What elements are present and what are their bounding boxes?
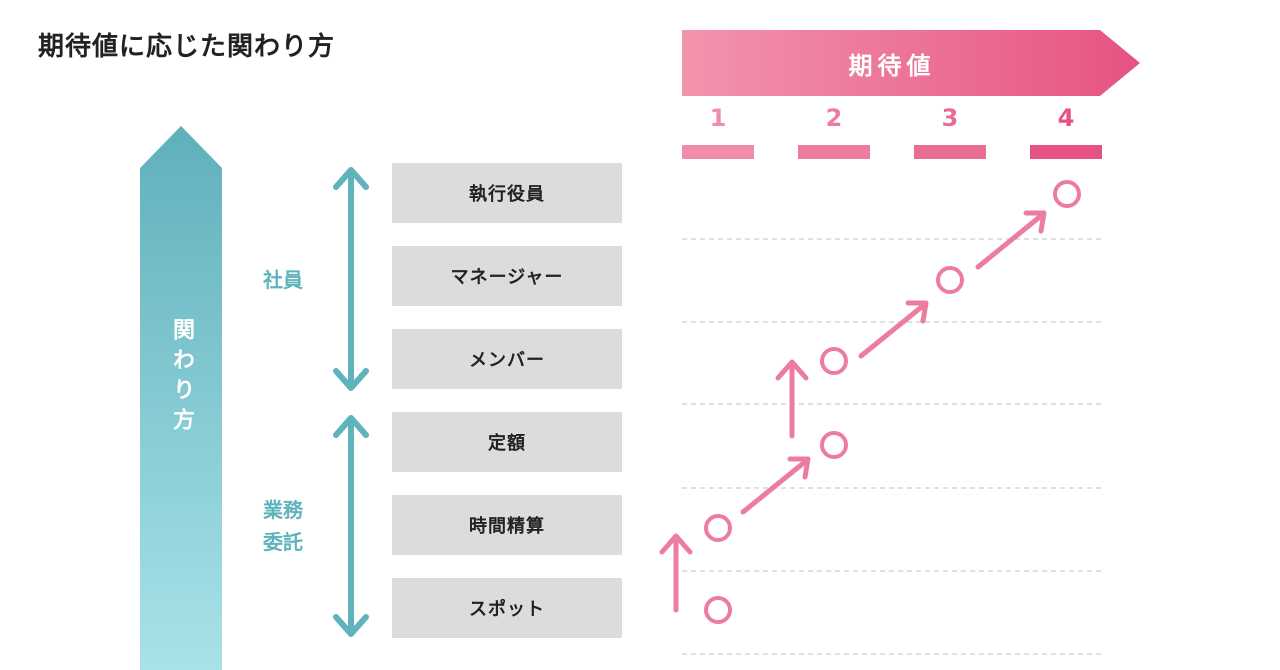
vertical-axis-label: 関わり方 [169, 318, 194, 438]
role-hourly: 時間精算 [392, 495, 622, 555]
page-title: 期待値に応じた関わり方 [38, 32, 336, 62]
level-number: 3 [941, 104, 959, 132]
point-hourly [704, 514, 732, 542]
point-executive [1053, 180, 1081, 208]
level-bar [914, 145, 986, 159]
role-spot: スポット [392, 578, 622, 638]
level-number: 2 [825, 104, 843, 132]
row-separators [682, 238, 1102, 655]
level-number: 4 [1057, 104, 1075, 132]
group-label-contractor: 業務 委託 [263, 498, 303, 554]
point-fixed [820, 431, 848, 459]
progression-points [704, 180, 1081, 624]
role-manager: マネージャー [392, 246, 622, 306]
expectation-axis-label: 期待値 [848, 51, 936, 80]
progression-arrows [659, 210, 1047, 613]
level-number: 1 [709, 104, 727, 132]
role-member: メンバー [392, 329, 622, 389]
expectation-banner-arrow [682, 30, 1140, 96]
role-executive: 執行役員 [392, 163, 622, 223]
point-manager [936, 266, 964, 294]
level-bar [1030, 145, 1102, 159]
employee-range-double-arrow [333, 167, 369, 391]
vertical-axis-arrow [140, 126, 222, 670]
role-fixed-fee: 定額 [392, 412, 622, 472]
level-bar [682, 145, 754, 159]
level-bar [798, 145, 870, 159]
point-spot [704, 596, 732, 624]
contractor-range-double-arrow [333, 415, 369, 637]
group-label-employee: 社員 [263, 268, 303, 292]
point-member [820, 347, 848, 375]
